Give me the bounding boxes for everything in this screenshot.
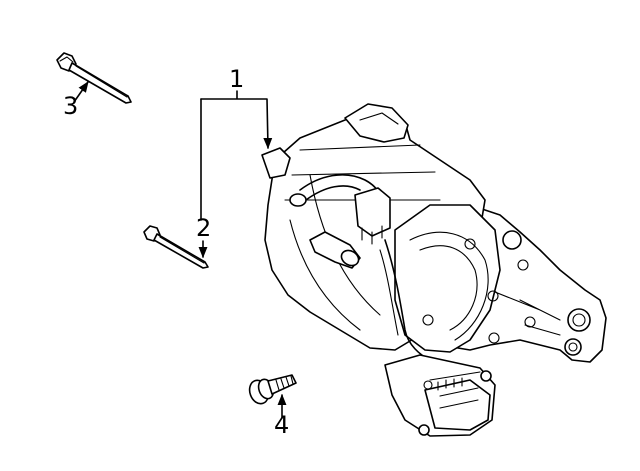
flange-bolt-part-4[interactable] bbox=[246, 374, 297, 406]
motor-assembly[interactable] bbox=[261, 103, 607, 437]
bolt-part-2[interactable] bbox=[143, 225, 209, 269]
callout-1: 1 bbox=[229, 65, 244, 93]
callout-3: 3 bbox=[63, 92, 78, 120]
long-bolt-part-3[interactable] bbox=[56, 52, 132, 104]
callout-2: 2 bbox=[196, 214, 211, 242]
leader-1-mount bbox=[200, 90, 268, 148]
callout-4: 4 bbox=[274, 411, 289, 439]
leader-3 bbox=[73, 81, 89, 103]
